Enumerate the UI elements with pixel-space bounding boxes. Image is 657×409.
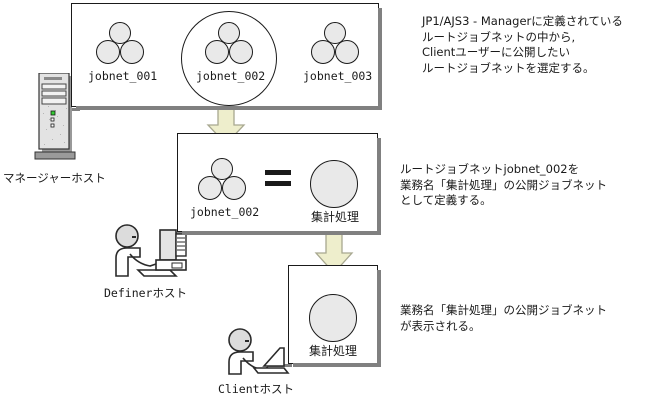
description-step-1-line-3: Clientユーザーに公開したい [422, 45, 571, 59]
definer-host-label: Definerホスト [104, 286, 187, 300]
description-step-1-line-1: JP1/AJS3 - Managerに定義されている [422, 14, 623, 28]
published-jobnet-icon-client[interactable] [309, 294, 357, 342]
description-step-1-line-2: ルートジョブネットの中から, [422, 29, 576, 44]
published-jobnet-icon-definer[interactable] [310, 160, 358, 208]
jobnet-icon-001[interactable] [96, 22, 144, 64]
description-step-2-line-1: ルートジョブネットjobnet_002を [400, 162, 580, 176]
description-step-2-line-2: 業務名「集計処理」の公開ジョブネット [400, 177, 607, 192]
description-step-3: 業務名「集計処理」の公開ジョブネット が表示される。 [400, 303, 607, 334]
jobnet-label-003: jobnet_003 [303, 69, 373, 83]
jobnet-label-001: jobnet_001 [88, 69, 158, 83]
definer-target-label: 集計処理 [311, 210, 360, 224]
client-published-label: 集計処理 [309, 344, 358, 358]
description-step-1: JP1/AJS3 - Managerに定義されている ルートジョブネットの中から… [422, 14, 623, 76]
definer-source-label: jobnet_002 [190, 205, 260, 219]
equals-sign [265, 170, 291, 186]
description-step-3-line-1: 業務名「集計処理」の公開ジョブネット [400, 303, 607, 317]
person-at-laptop-icon [228, 328, 290, 375]
person-at-desktop-icon [115, 224, 187, 277]
manager-host-label: マネージャーホスト [3, 171, 106, 185]
description-step-3-line-2: が表示される。 [400, 318, 481, 333]
description-step-1-line-4: ルートジョブネットを選定する。 [422, 60, 595, 75]
client-host-label: Clientホスト [218, 382, 295, 396]
tower-server-icon [34, 73, 76, 160]
description-step-2-line-3: として定義する。 [400, 193, 492, 207]
jobnet-icon-003[interactable] [311, 22, 359, 64]
jobnet-icon-source[interactable] [198, 158, 246, 200]
selection-ellipse-jobnet-002 [181, 11, 277, 106]
description-step-2: ルートジョブネットjobnet_002を 業務名「集計処理」の公開ジョブネット … [400, 162, 607, 209]
